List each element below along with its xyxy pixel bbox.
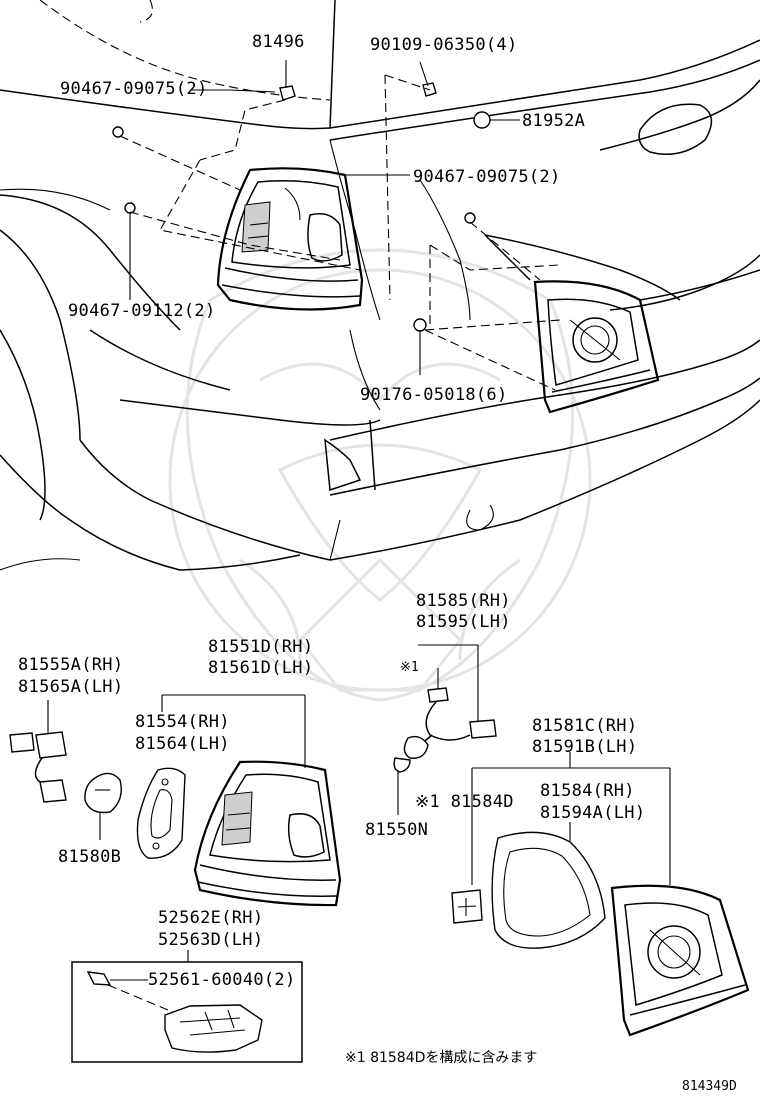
callout-90109: 90109-06350(4) — [370, 35, 518, 55]
gasket-81584-icon — [491, 831, 606, 949]
callout-90176: 90176-05018(6) — [360, 385, 508, 405]
callout-81555a: 81555A(RH) — [18, 655, 123, 675]
socket-81555a-icon — [39, 779, 67, 803]
callout-81595: 81595(LH) — [416, 612, 511, 632]
callout-81584: 81584(RH) — [540, 781, 635, 801]
callout-81584-mark: ※1 81584D — [415, 792, 514, 812]
callout-90467-09112: 90467-09112(2) — [68, 301, 216, 321]
top-leader-lines — [119, 74, 561, 391]
connector-a-icon — [9, 732, 35, 753]
callout-90467-a: 90467-09075(2) — [60, 79, 208, 99]
callout-81585: 81585(RH) — [416, 591, 511, 611]
footnote: ※1 81584Dを構成に含みます — [345, 1050, 537, 1066]
callout-81554: 81554(RH) — [135, 712, 230, 732]
connector-b-icon — [35, 731, 67, 759]
callout-mark1-top: ※1 — [400, 660, 419, 675]
clip-81496-icon — [279, 85, 296, 101]
callout-81564: 81564(LH) — [135, 734, 230, 754]
callout-81580b: 81580B — [58, 847, 121, 867]
bolt-90176-icon — [413, 318, 427, 332]
callout-81594a: 81594A(LH) — [540, 803, 645, 823]
callout-52561: 52561-60040(2) — [148, 970, 296, 990]
rear-lamp-installed-lh — [533, 280, 660, 414]
connector-small-icon — [427, 687, 449, 703]
bracket-box — [71, 961, 303, 1063]
cap-81952a-icon — [473, 111, 491, 129]
callout-81561d: 81561D(LH) — [208, 658, 313, 678]
top-callouts: 81496 90109-06350(4) 90467-09075(2) 8195… — [60, 32, 585, 405]
bulb-81550n-icon — [393, 757, 411, 773]
watermark-emblem — [168, 248, 592, 702]
bracket-52562e-icon — [164, 1004, 263, 1053]
nut-90467-a-icon — [112, 126, 124, 138]
callout-81565a: 81565A(LH) — [18, 677, 123, 697]
gasket-81554: 81554(RH) 81564(LH) — [135, 712, 230, 859]
callout-52563d: 52563D(LH) — [158, 930, 263, 950]
bulb-81580b: 81580B — [58, 772, 122, 867]
callout-81496: 81496 — [252, 32, 305, 52]
socket-81585-icon — [403, 735, 429, 759]
top-fasteners — [112, 60, 520, 332]
callout-52562e: 52562E(RH) — [158, 908, 263, 928]
bracket-group-52562e: 52562E(RH) 52563D(LH) 52561-60040(2) — [71, 908, 303, 1063]
lamp-assembly-81551d: 81551D(RH) 81561D(LH) — [161, 637, 342, 907]
callout-81550n: 81550N — [365, 820, 428, 840]
screw-52561-icon — [86, 971, 112, 986]
lamp-assembly-81581c: 81581C(RH) 81591B(LH) ※1 81584D 81584(RH… — [415, 716, 750, 1037]
callout-81591b: 81591B(LH) — [532, 737, 637, 757]
drawing-code: 814349D — [682, 1079, 737, 1094]
gasket-81554-icon — [136, 767, 186, 859]
callout-81952a: 81952A — [522, 111, 585, 131]
callout-81551d: 81551D(RH) — [208, 637, 313, 657]
nut-90467-b-icon — [464, 212, 476, 224]
rear-lamp-installed-rh — [216, 167, 364, 311]
connector-81585-icon — [469, 719, 497, 739]
callout-90467-b: 90467-09075(2) — [413, 167, 561, 187]
bulb-81580b-icon — [84, 772, 122, 814]
nut-90467-09112-icon — [124, 202, 136, 214]
wire-harness-81555a: 81555A(RH) 81565A(LH) — [9, 655, 123, 803]
callout-81581c: 81581C(RH) — [532, 716, 637, 736]
socket-wire-group-81585: 81585(RH) 81595(LH) ※1 81550N — [365, 591, 511, 840]
